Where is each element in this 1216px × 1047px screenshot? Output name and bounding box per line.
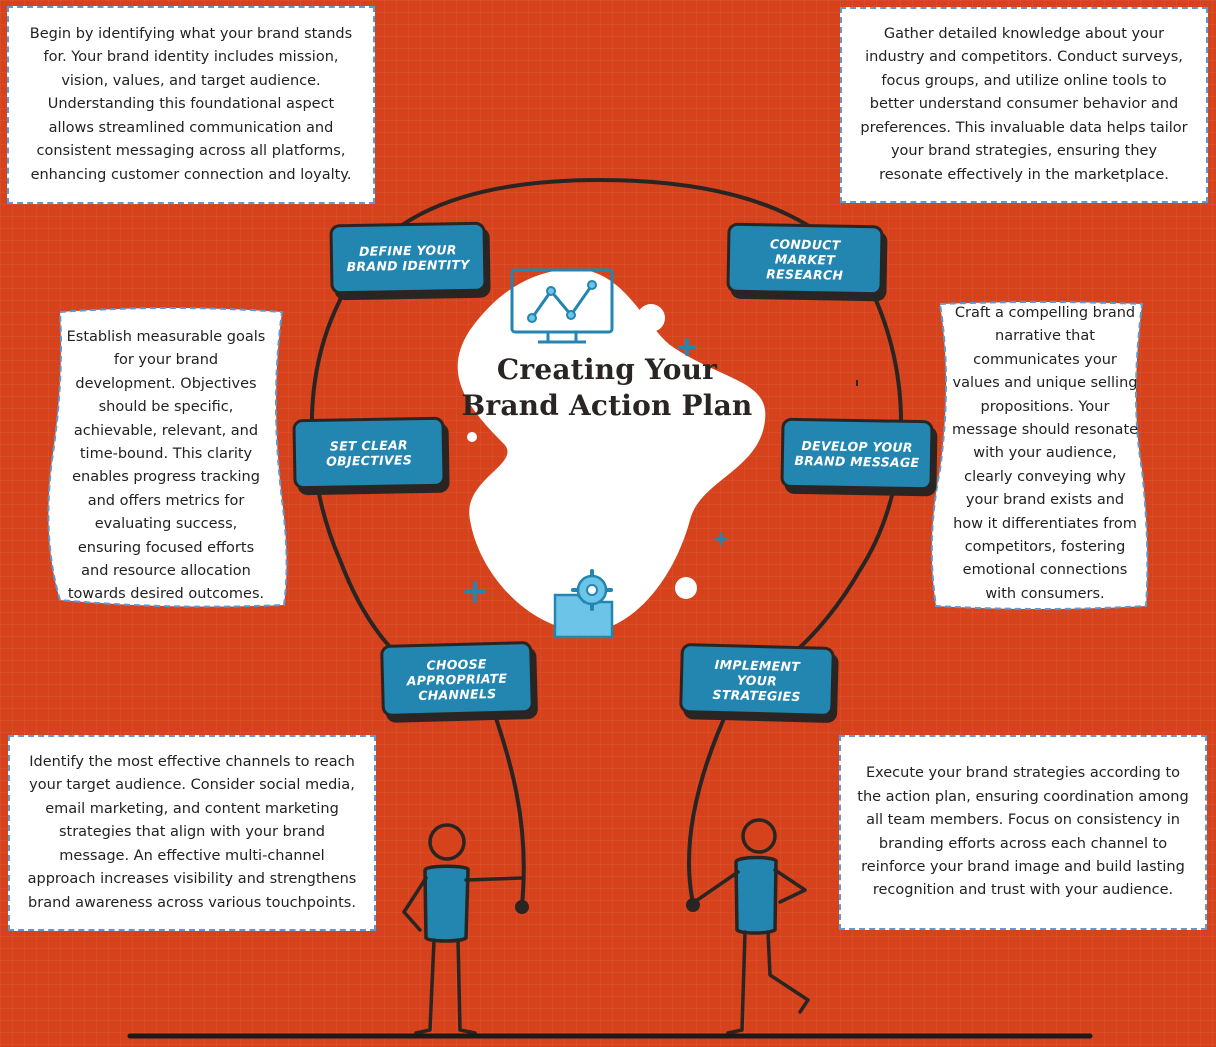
- card-text: Begin by identifying what your brand sta…: [29, 26, 353, 183]
- step-label: CHOOSE APPROPRIATE CHANNELS: [406, 655, 508, 703]
- step-choose-appropriate-channels[interactable]: CHOOSE APPROPRIATE CHANNELS: [380, 641, 534, 717]
- plus-icon: [464, 581, 486, 603]
- plus-icon: [714, 532, 728, 546]
- wavy-card-right-bg: [930, 301, 1149, 610]
- left-person-figure: [402, 823, 524, 1035]
- card-text: Gather detailed knowledge about your ind…: [860, 26, 1188, 183]
- card-text: Execute your brand strategies according …: [857, 765, 1189, 899]
- step-label: SET CLEAR OBJECTIVES: [326, 437, 413, 469]
- card-define-brand-identity: Begin by identifying what your brand sta…: [7, 6, 375, 204]
- step-label: DEFINE YOUR BRAND IDENTITY: [346, 242, 470, 275]
- right-person-figure: [691, 818, 810, 1035]
- monitor-chart-icon: [510, 268, 614, 344]
- step-conduct-market-research[interactable]: CONDUCT MARKET RESEARCH: [726, 222, 884, 296]
- decor-dot: [675, 577, 697, 599]
- step-label: IMPLEMENT YOUR STRATEGIES: [712, 656, 801, 704]
- decor-dot: [637, 304, 665, 332]
- main-title: Creating Your Brand Action Plan: [461, 353, 753, 422]
- title-blob: [457, 268, 766, 632]
- card-text: Identify the most effective channels to …: [27, 754, 357, 911]
- step-implement-strategies[interactable]: IMPLEMENT YOUR STRATEGIES: [679, 642, 835, 718]
- card-conduct-market-research: Gather detailed knowledge about your ind…: [840, 7, 1208, 203]
- card-set-clear-objectives: Establish measurable goals for your bran…: [66, 329, 266, 603]
- left-string-knot: [515, 900, 529, 914]
- wavy-card-left-bg: [47, 307, 288, 608]
- step-set-clear-objectives[interactable]: SET CLEAR OBJECTIVES: [292, 416, 446, 490]
- step-define-brand-identity[interactable]: DEFINE YOUR BRAND IDENTITY: [329, 221, 487, 295]
- plus-icon: [678, 338, 696, 356]
- card-implement-strategies: Execute your brand strategies according …: [839, 735, 1207, 930]
- folder-gear-icon: [553, 569, 614, 639]
- step-label: CONDUCT MARKET RESEARCH: [766, 235, 844, 283]
- card-choose-appropriate-channels: Identify the most effective channels to …: [8, 735, 376, 931]
- right-string: [686, 703, 732, 905]
- decor-dot: [467, 432, 477, 442]
- step-develop-brand-message[interactable]: DEVELOP YOUR BRAND MESSAGE: [780, 417, 934, 491]
- chart-points: [527, 280, 597, 323]
- left-string: [488, 698, 526, 907]
- step-label: DEVELOP YOUR BRAND MESSAGE: [794, 438, 920, 471]
- card-develop-brand-message: Craft a compelling brand narrative that …: [951, 305, 1139, 602]
